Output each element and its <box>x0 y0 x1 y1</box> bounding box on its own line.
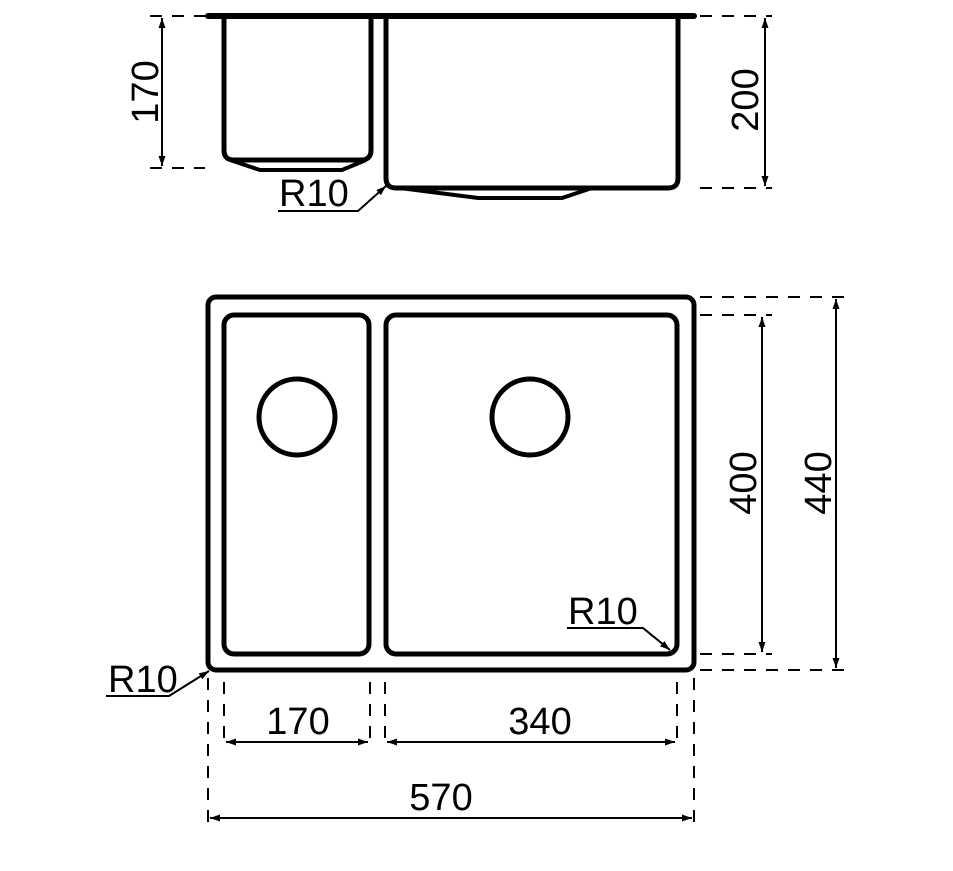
outer-radius-label: R10 <box>108 659 178 701</box>
outer-radius-leader <box>106 670 210 697</box>
overall-width-label: 570 <box>409 777 472 819</box>
right-depth-label: 200 <box>725 68 767 131</box>
right-width-label: 340 <box>508 701 571 743</box>
radius-leader <box>278 185 387 212</box>
right-drain-profile <box>399 186 593 200</box>
right-bowl-profile <box>383 16 681 191</box>
inner-radius-label: R10 <box>568 591 638 633</box>
plan-view: 400 440 R10 R10 170 340 570 <box>106 294 845 822</box>
side-view: 170 200 R10 <box>125 13 772 215</box>
left-bowl-profile <box>221 16 374 163</box>
left-drain <box>256 376 338 458</box>
left-width-label: 170 <box>266 701 329 743</box>
inner-radius-leader <box>567 627 671 651</box>
inner-length-label: 400 <box>723 451 765 514</box>
right-drain <box>489 376 571 458</box>
left-depth-label: 170 <box>125 60 167 123</box>
outer-length-label: 440 <box>798 451 840 514</box>
outer-rim <box>205 294 697 673</box>
right-bowl <box>383 312 680 657</box>
left-drain-profile <box>229 158 367 172</box>
radius-label: R10 <box>279 173 349 215</box>
left-bowl <box>221 312 372 657</box>
